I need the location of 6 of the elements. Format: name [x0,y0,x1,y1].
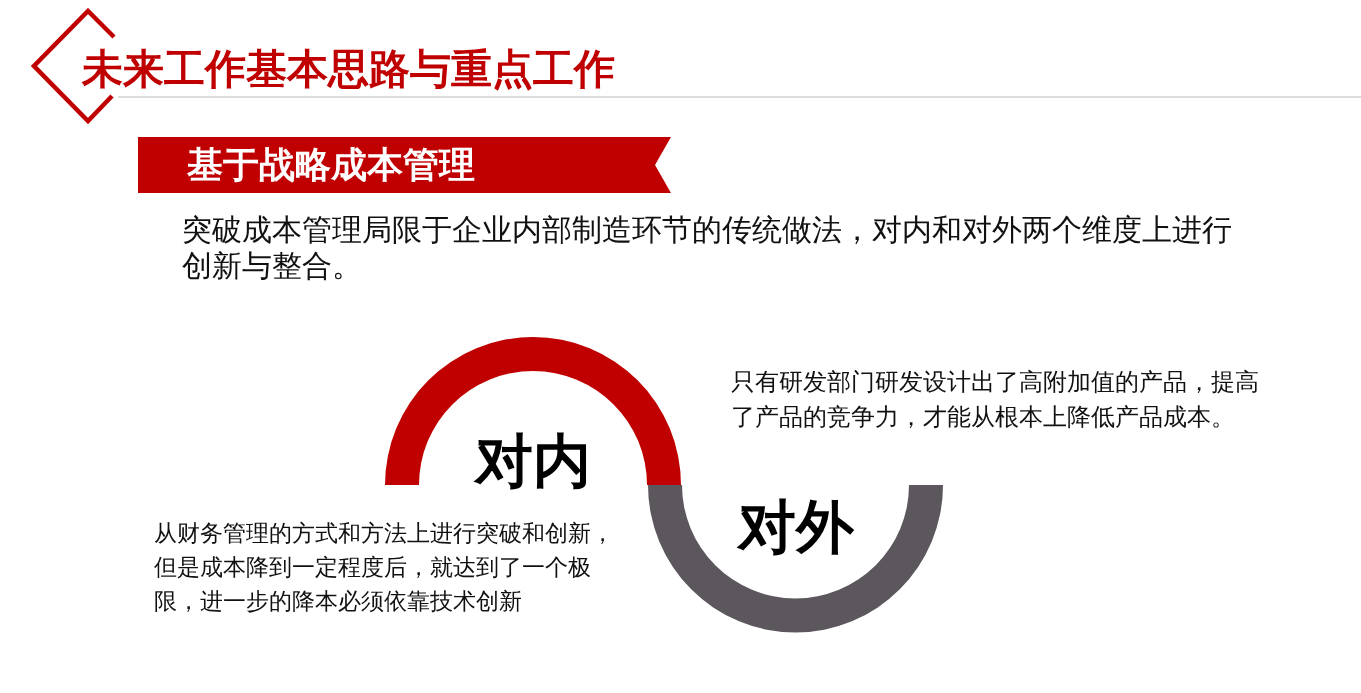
semicircle-band: 对外 [648,485,943,635]
page-title: 未来工作基本思路与重点工作 [82,45,615,94]
description-text: 从财务管理的方式和方法上进行突破和创新，但是成本降到一定程度后，就达到了一个极限，进一步的降本必须依靠技术创新 [154,519,615,616]
ribbon-banner: 基于战略成本管理 [138,137,671,193]
body-text: 突破成本管理局限于企业内部制造环节的传统做法，对内和对外两个维度上进行创新与整合。 [182,212,1233,284]
description-text: 只有研发部门研发设计出了高附加值的产品，提高了产品的竞争力，才能从根本上降低产品成本。 [731,368,1260,432]
